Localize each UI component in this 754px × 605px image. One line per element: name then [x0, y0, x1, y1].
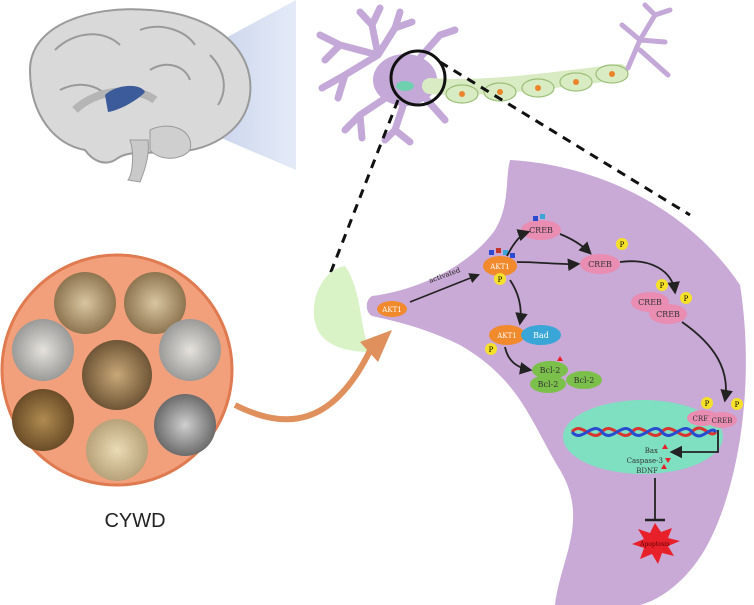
akt-to-bad-arrow [509, 279, 528, 326]
neuron-nucleus [396, 81, 414, 91]
creb-to-nucleus-arrow [681, 321, 733, 403]
bad-label: Bad [533, 331, 549, 340]
akt1-bad-label: AKT1 [496, 332, 516, 340]
cywd-caption: CYWD [104, 510, 166, 532]
bax-label: Bax [645, 447, 658, 455]
zoom-line-right [439, 60, 691, 217]
creb-pair-2 [649, 304, 687, 324]
creb-mid [580, 254, 620, 274]
herb-top-left [54, 272, 116, 334]
phospho-creb-mid: P [620, 241, 625, 249]
zoom-line-left [316, 99, 400, 306]
bcl2-b-label: Bcl-2 [538, 380, 559, 389]
dna-strand-blue [570, 427, 718, 438]
akt1-active-label: AKT1 [489, 263, 509, 271]
creb-mid-label: CREB [588, 260, 612, 269]
caspase3-label: Caspase-3 [627, 457, 663, 465]
akt1-active [483, 256, 517, 276]
akt-to-creb-top-arrow [506, 229, 531, 257]
akt-to-creb-arrow [516, 258, 581, 272]
apoptosis-burst [632, 523, 680, 564]
neuron-illustration [316, 2, 691, 306]
herb-bottom-right [154, 394, 216, 456]
zoom-circle [389, 49, 447, 107]
apoptosis-label: Apoptosis [639, 541, 670, 548]
herb-to-cell-arrow [233, 338, 378, 423]
bdnf-label: BDNF [636, 467, 658, 475]
creb-top-to-mid-arrow [559, 233, 592, 255]
bcl2-a [532, 361, 568, 379]
bad-to-bcl2-arrow [504, 346, 533, 375]
herb-arrowhead [360, 330, 392, 362]
creb-pair-2-label: CREB [656, 310, 680, 319]
creb-pair-1-label: CREB [638, 298, 662, 307]
bcl2-c [566, 371, 602, 389]
phospho-akt [494, 273, 506, 285]
creb-top [521, 220, 561, 240]
creb-dna-1-label: CREB [693, 415, 714, 423]
bad-protein [521, 325, 561, 345]
synapse-terminal [313, 266, 370, 352]
phospho-creb-pair-1: P [660, 282, 665, 290]
creb-to-pair-arrow [619, 260, 680, 295]
hippocampus [105, 85, 145, 112]
creb-top-label: CREB [529, 226, 553, 235]
herb-collage [0, 253, 234, 487]
akt1-bad-complex [489, 325, 525, 345]
brain-illustration [28, 0, 296, 183]
creb-dna-2-label: CREB [712, 417, 733, 425]
herb-bottom [86, 419, 148, 481]
nucleus [563, 400, 723, 474]
herb-center [82, 340, 152, 410]
herb-bottom-left [12, 389, 74, 451]
activation-arrow [409, 273, 480, 303]
herb-top-right [124, 272, 186, 334]
phospho-akt-bad: P [489, 346, 494, 354]
phospho-creb-pair-2: P [684, 295, 689, 303]
phospho-creb-dna-2: P [735, 401, 740, 409]
phospho-label: P [498, 276, 503, 284]
akt1-membrane [377, 301, 407, 317]
herb-right [159, 319, 221, 381]
akt1-membrane-label: AKT1 [381, 306, 401, 314]
neuron-soma [373, 54, 437, 106]
bcl2-c-label: Bcl-2 [574, 376, 595, 385]
bcl2-a-label: Bcl-2 [540, 366, 561, 375]
creb-dna-2 [707, 412, 737, 428]
bcl2-b [530, 375, 566, 393]
phospho-creb-dna-1: P [705, 400, 710, 408]
herb-left [12, 319, 74, 381]
transcription-arrow [669, 430, 719, 459]
